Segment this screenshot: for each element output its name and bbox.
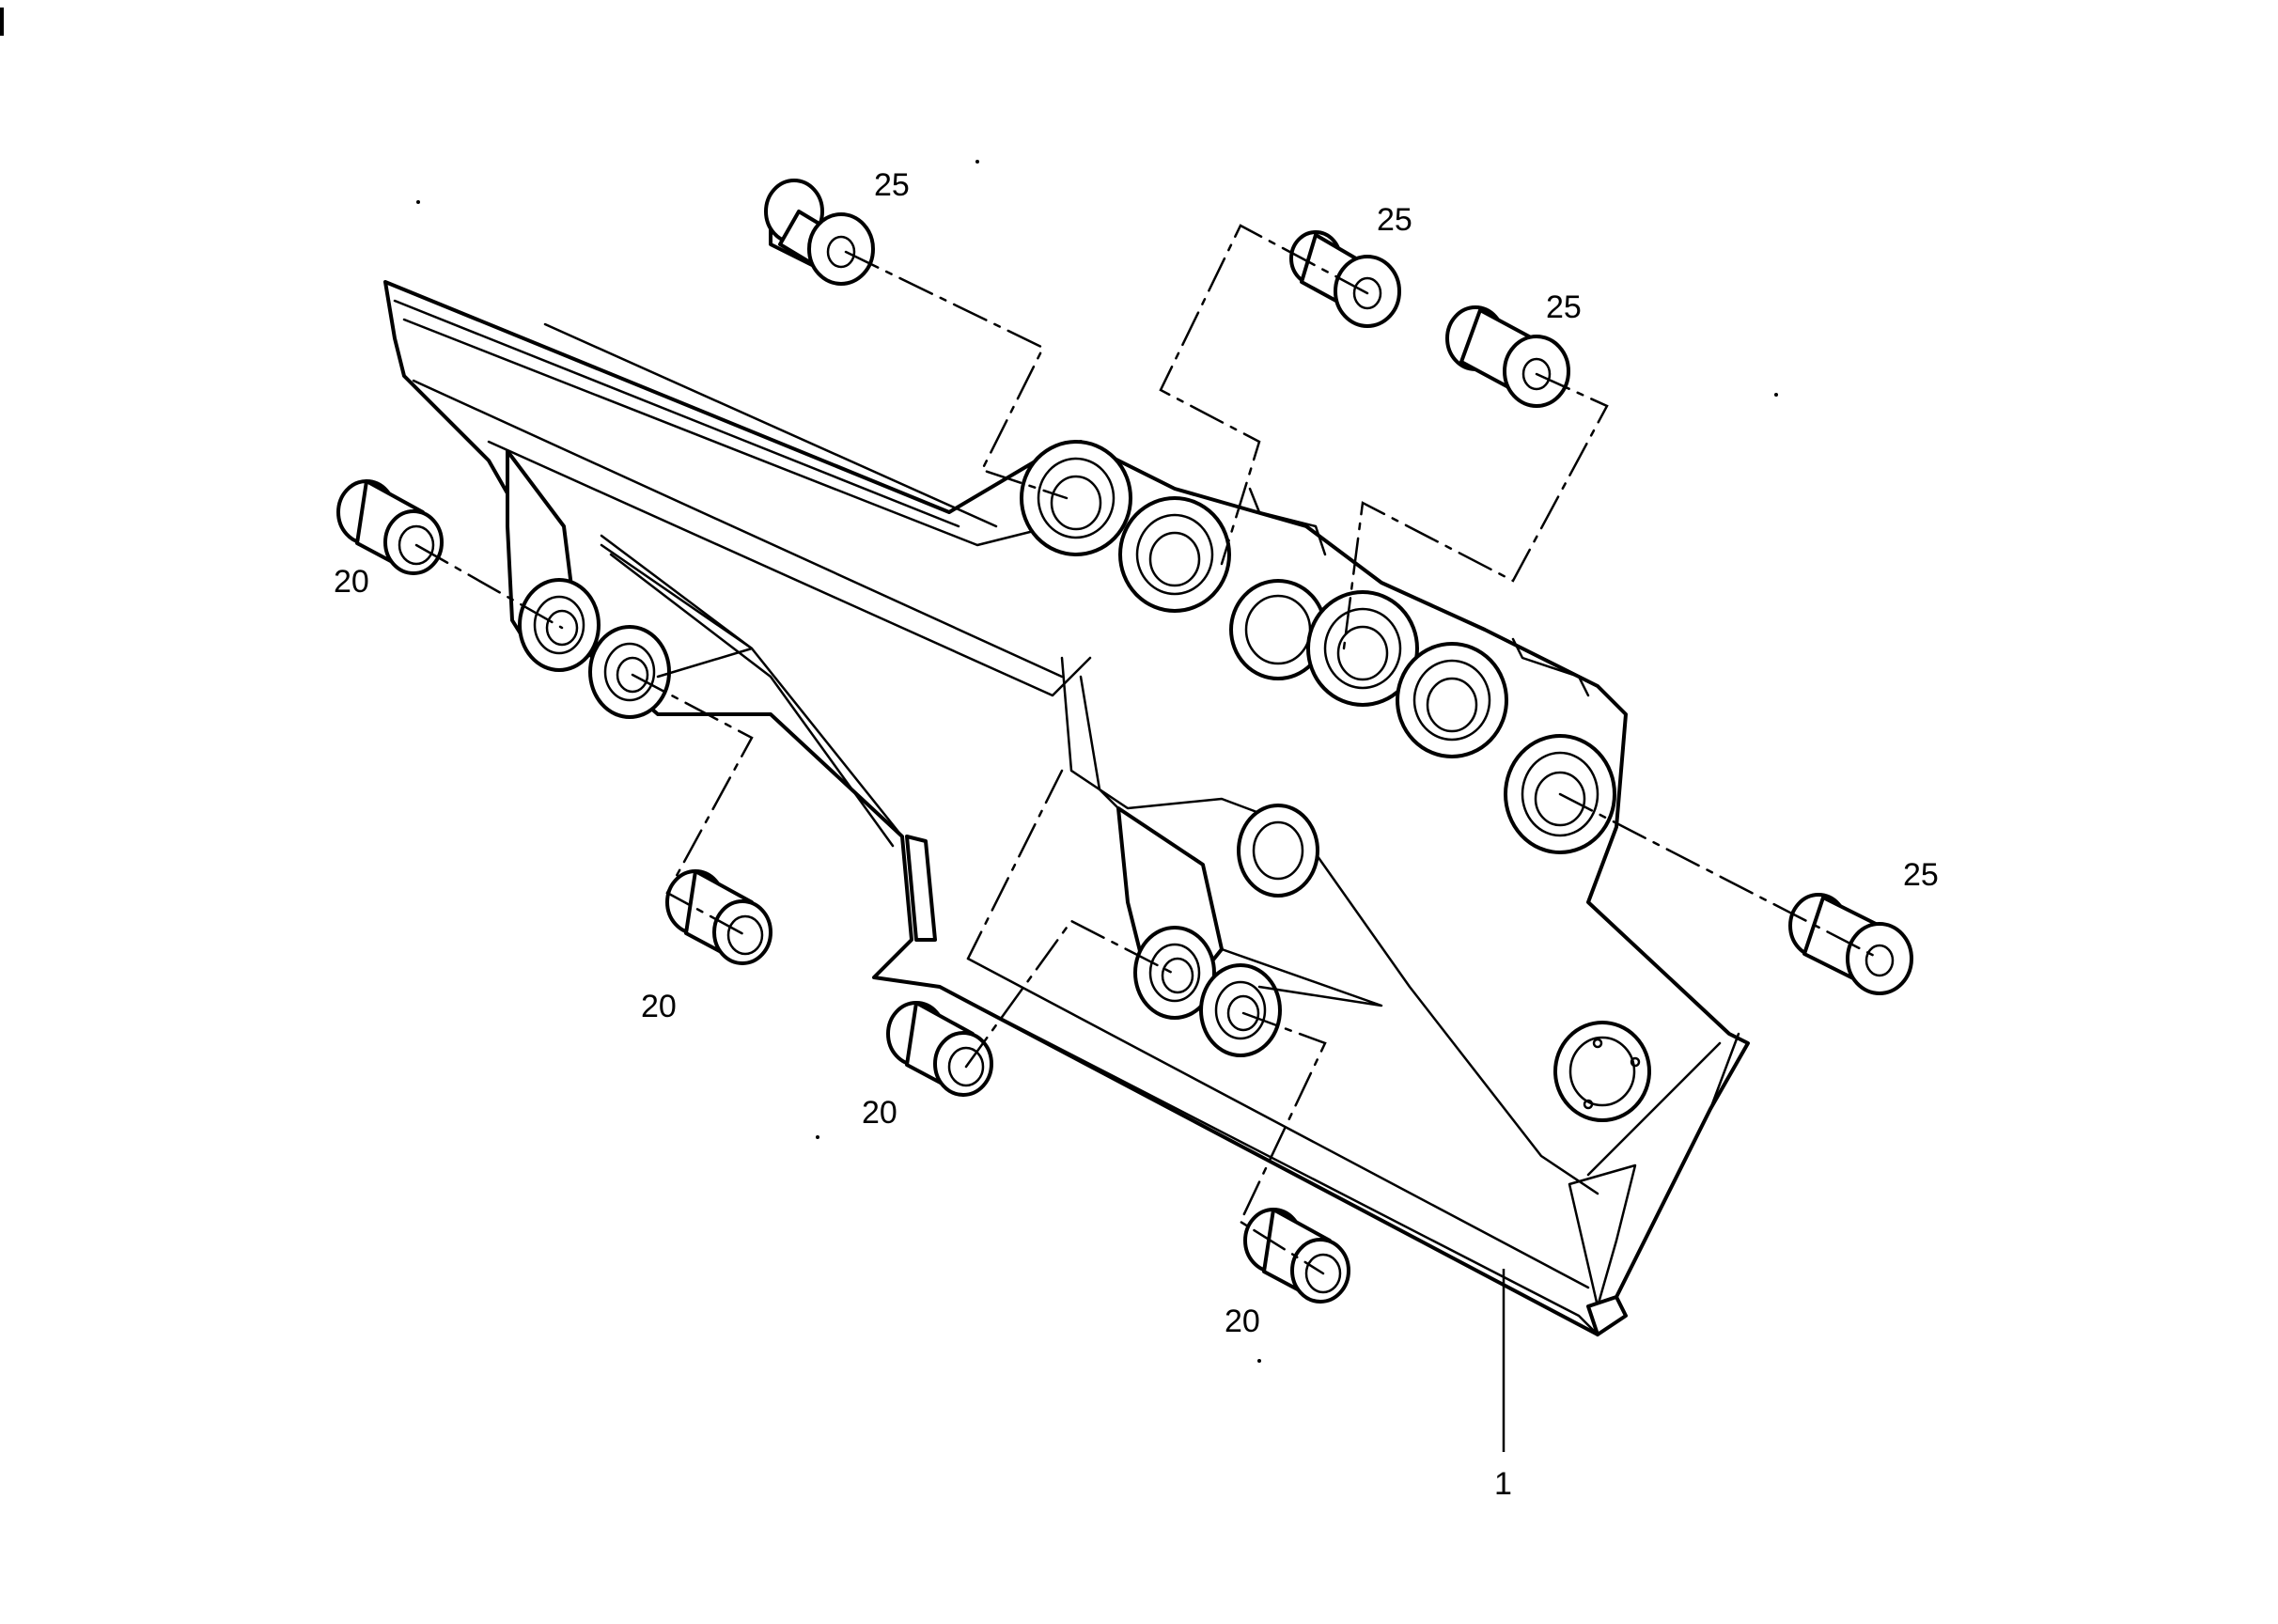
bushing-top-a — [764, 179, 875, 286]
pin-left — [336, 479, 444, 575]
callout-pin-mid: 20 — [862, 1095, 897, 1131]
pin-bottom — [1243, 1208, 1350, 1304]
speck — [1774, 393, 1778, 397]
callout-bushing-top-b: 25 — [1377, 202, 1412, 238]
callout-pin-mid-left: 20 — [641, 989, 677, 1024]
callout-bushing-top-c: 25 — [1546, 289, 1582, 325]
speck — [816, 1135, 819, 1139]
bushing-top-c — [1445, 305, 1570, 408]
callout-pin-bottom: 20 — [1225, 1304, 1260, 1339]
callout-bushing-right: 25 — [1903, 857, 1939, 893]
speck — [975, 160, 979, 164]
speck — [1257, 1359, 1261, 1363]
callout-bushing-top-a: 25 — [874, 167, 910, 203]
bushing-top-b — [1289, 230, 1401, 328]
corner-mark — [0, 8, 4, 36]
main-frame — [383, 280, 1750, 1336]
callout-frame: 1 — [1494, 1466, 1512, 1502]
assembly-lines — [414, 224, 1881, 1275]
callout-pin-left: 20 — [334, 564, 369, 600]
pin-mid-left — [665, 869, 772, 965]
pin-mid — [886, 1001, 993, 1097]
speck — [416, 200, 420, 204]
